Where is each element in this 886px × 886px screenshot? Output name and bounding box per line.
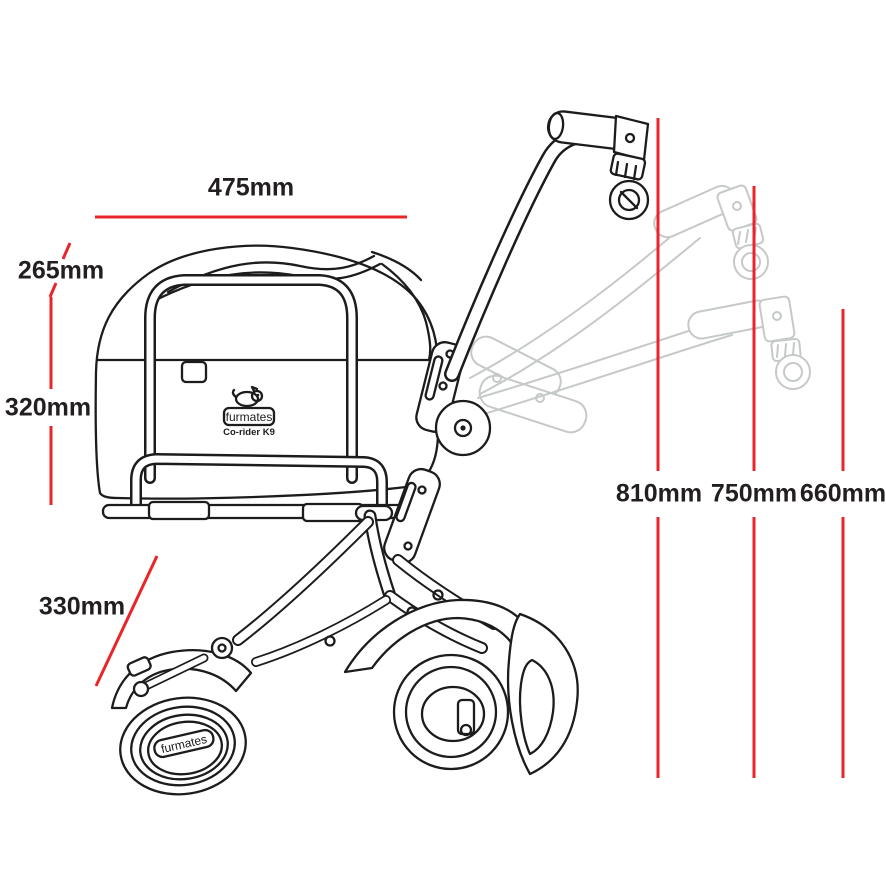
folding-frame: [232, 509, 500, 667]
brand-name-text: furmates: [226, 410, 273, 424]
dimension-label-carrier-height: 320mm: [4, 393, 92, 422]
ghost-handle-low-position: [477, 295, 811, 415]
dimension-label-carrier-width: 475mm: [207, 173, 295, 202]
dog-icon: [231, 385, 264, 408]
dimension-label-handle-high: 810mm: [615, 479, 703, 508]
carrier-carry-handle: [144, 274, 358, 484]
leash-d-ring: [608, 179, 650, 221]
measure-line-330: [94, 555, 159, 687]
ghost-handle-mid-position: [469, 184, 769, 434]
carrier-front-handle: [130, 453, 388, 511]
rear-caster-wheel: [343, 598, 579, 776]
dimension-label-carrier-depth: 265mm: [17, 256, 105, 285]
dimension-label-handle-mid: 750mm: [710, 479, 798, 508]
dimension-label-base-depth: 330mm: [38, 592, 126, 621]
dimension-label-handle-low: 660mm: [799, 479, 886, 508]
wheel-brand-label: furmates: [153, 728, 215, 759]
measurement-lines: [48, 118, 845, 778]
model-name-text: Co-rider K9: [223, 427, 275, 438]
measure-line-265: [48, 242, 72, 298]
push-handle-upright: [444, 110, 650, 382]
carrier-brand-logo: furmates Co-rider K9: [222, 385, 276, 438]
front-wheel: furmates: [110, 636, 253, 796]
